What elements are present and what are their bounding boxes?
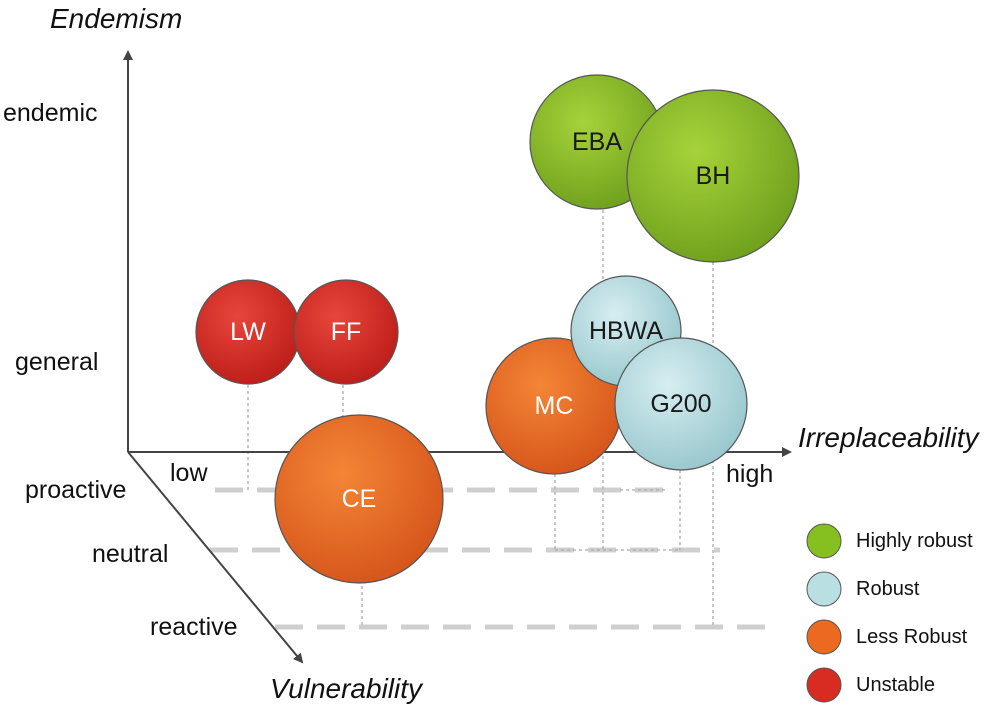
bubbles: LW FF CE MC HBWA G200 EBA BH: [195, 74, 800, 584]
proactive-tick: proactive: [25, 476, 126, 504]
bubble-mc: MC: [485, 337, 623, 475]
legend-label-highly-robust: Highly robust: [856, 530, 973, 552]
bubble-ff-label: FF: [331, 318, 362, 346]
legend-swatch-highly-robust: [806, 523, 842, 559]
high-tick: high: [726, 460, 773, 488]
neutral-tick: neutral: [92, 540, 168, 568]
legend-swatch-robust: [806, 571, 842, 607]
bubble-eba-label: EBA: [572, 128, 622, 156]
legend-item-robust: Robust: [806, 571, 920, 607]
legend-swatch-unstable: [806, 667, 842, 703]
general-tick: general: [15, 348, 98, 376]
bubble-ce: CE: [274, 414, 444, 584]
bubble-bh-label: BH: [696, 162, 731, 190]
bubble-hbwa-label: HBWA: [589, 317, 663, 345]
irreplaceability-axis-title: Irreplaceability: [798, 422, 981, 453]
bubble-bh-circle: [626, 89, 800, 263]
bubble-mc-label: MC: [535, 392, 574, 420]
vulnerability-axis: [127, 451, 304, 664]
bubble-bh: BH: [626, 89, 800, 263]
vulnerability-axis-title: Vulnerability: [270, 673, 424, 704]
endemism-axis-title: Endemism: [50, 3, 182, 34]
bubble-lw: LW: [195, 279, 301, 385]
legend-swatch-less-robust: [806, 619, 842, 655]
bubble-ff-circle: [293, 279, 399, 385]
low-tick: low: [170, 459, 208, 487]
legend-item-highly-robust: Highly robust: [806, 523, 973, 559]
bubble-ce-circle: [274, 414, 444, 584]
legend-item-unstable: Unstable: [806, 667, 935, 703]
legend-item-less-robust: Less Robust: [806, 619, 968, 655]
legend-label-robust: Robust: [856, 578, 920, 600]
bubble-lw-label: LW: [230, 318, 266, 346]
bubble-g200-label: G200: [650, 390, 711, 418]
bubble-g200-circle: [614, 337, 748, 471]
bubble-ce-label: CE: [342, 485, 377, 513]
reactive-tick: reactive: [150, 613, 238, 641]
endemic-tick: endemic: [3, 99, 98, 127]
bubble-ff: FF: [293, 279, 399, 385]
bubble-g200: G200: [614, 337, 748, 471]
legend-label-unstable: Unstable: [856, 674, 935, 696]
legend-label-less-robust: Less Robust: [856, 626, 968, 648]
